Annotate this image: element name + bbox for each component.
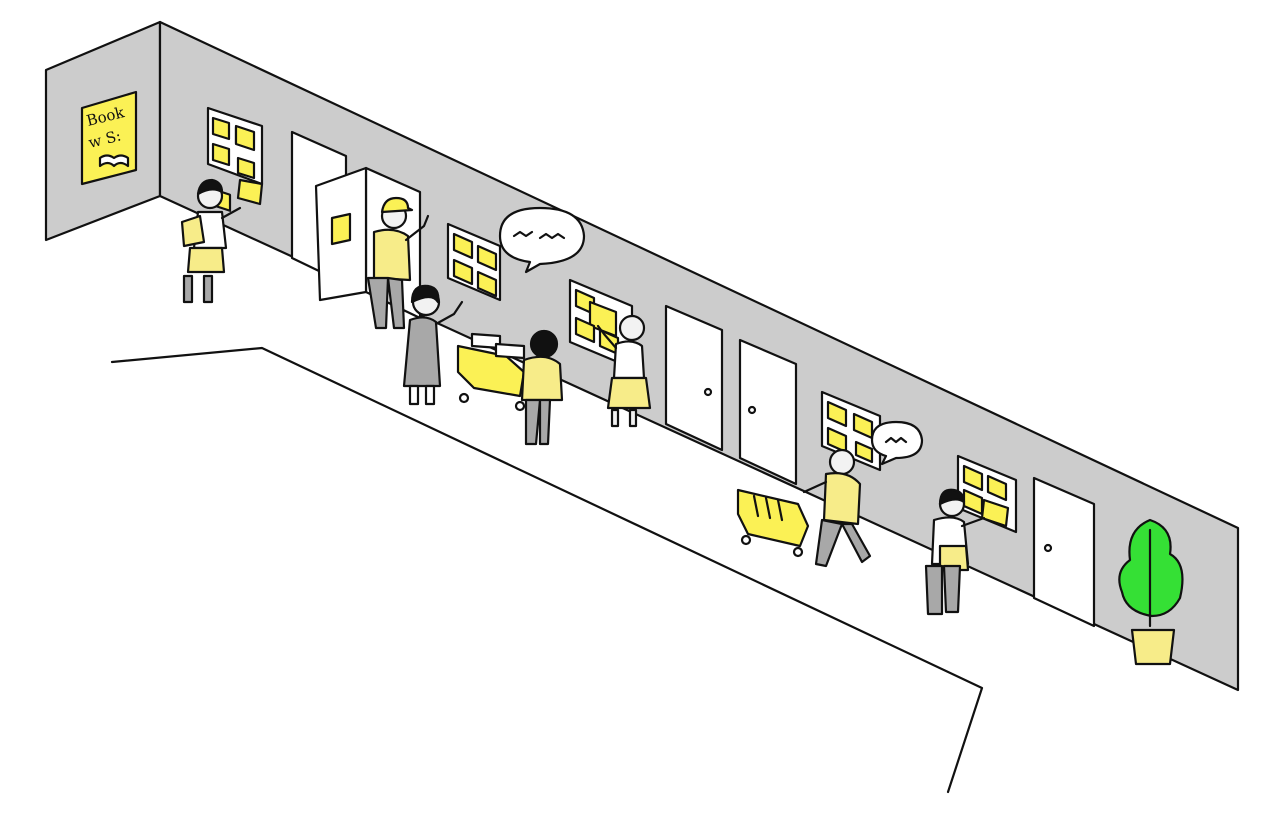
person-6 [802,448,872,568]
person-5 [596,314,652,428]
door-3 [664,304,724,452]
floor [110,346,984,794]
notice-board-2 [446,222,502,302]
person-4 [520,329,564,446]
door-4 [738,338,798,486]
book-cart-2 [736,488,810,558]
potted-plant [1118,518,1184,666]
notice-board-5 [956,454,1018,534]
person-3 [402,284,464,406]
book-cart-1 [456,332,526,412]
person-1 [180,178,242,304]
person-7 [924,488,986,616]
door-5 [1032,476,1096,628]
book-poster: Book w S: [80,90,138,186]
sticky-notes-1 [211,116,264,206]
person-2 [366,196,430,330]
speech-bubble-1 [498,206,586,274]
speech-bubble-2 [870,420,924,466]
open-book-icon [98,154,130,168]
